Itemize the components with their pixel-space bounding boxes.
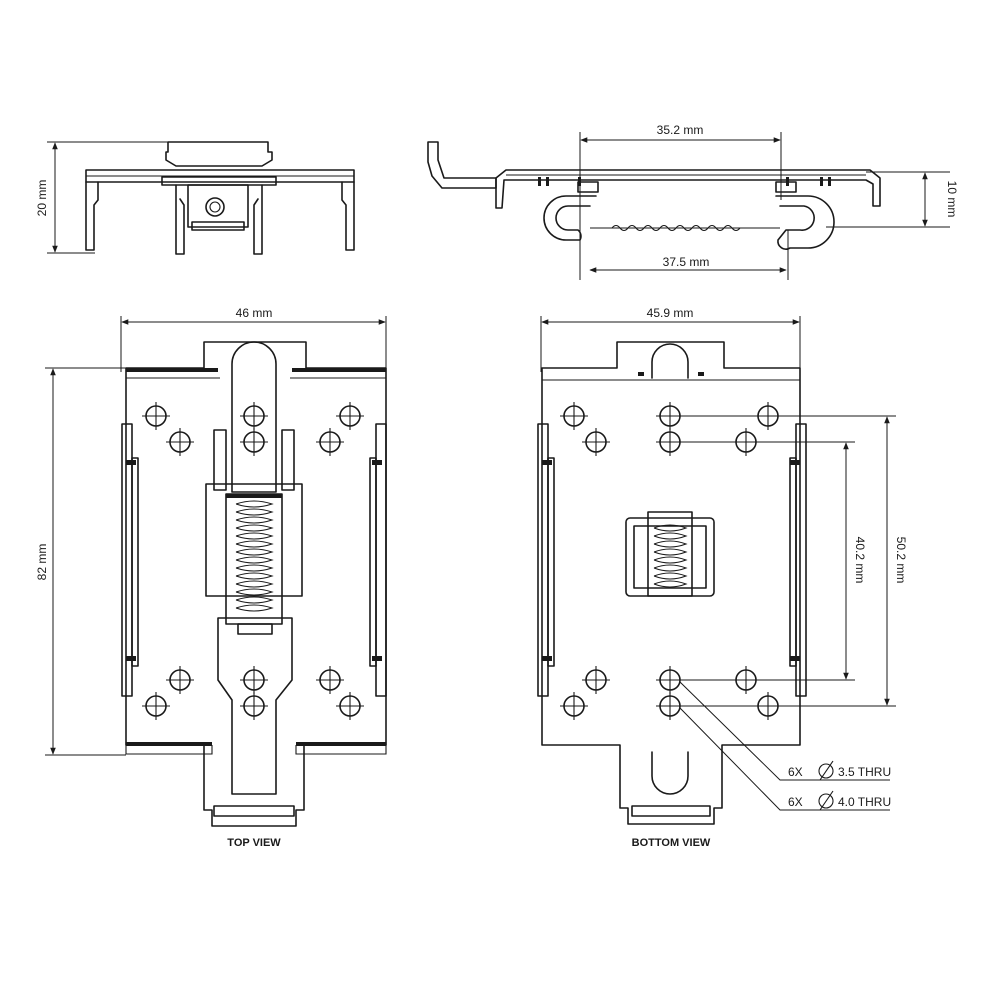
front-view: 20 mm: [35, 141, 355, 255]
bottom-top-slot: [651, 343, 689, 379]
front-inner-leg-left: [175, 184, 185, 255]
front-height-label: 20 mm: [35, 180, 49, 217]
top-view: 46 mm 82 mm: [35, 306, 387, 849]
bottom-outline: [541, 341, 801, 825]
front-rail-band: [161, 176, 277, 186]
diameter-symbol-icon: [818, 760, 834, 781]
top-height-label: 82 mm: [35, 544, 49, 581]
top-slider-upper: [231, 341, 277, 493]
side-bottom-width-label: 37.5 mm: [663, 255, 710, 269]
top-slider-lower: [217, 617, 293, 795]
side-view: 35.2 mm 37.5 mm 10 mm: [427, 123, 959, 280]
top-outline: [125, 341, 387, 827]
top-width-label: 46 mm: [236, 306, 273, 320]
hole-callout-small-count: 6X: [788, 765, 803, 779]
hole-callout-small-label: 3.5 THRU: [838, 765, 891, 779]
bottom-lower-slot: [651, 751, 689, 795]
bottom-inner-height-label: 40.2 mm: [853, 537, 867, 584]
top-view-caption: TOP VIEW: [227, 837, 281, 849]
bottom-width-label: 45.9 mm: [647, 306, 694, 320]
side-right-block: [775, 181, 797, 193]
top-spring-housing: [205, 483, 303, 597]
side-top-width-label: 35.2 mm: [657, 123, 704, 137]
side-plate: [495, 169, 881, 209]
hole-callout-leader-large: [679, 707, 890, 811]
bottom-holes: [560, 402, 782, 720]
front-center-block: [187, 184, 249, 228]
side-spring-icon: [611, 224, 741, 232]
bottom-spring-icon: [653, 524, 688, 588]
bottom-view-caption: BOTTOM VIEW: [632, 837, 711, 849]
front-top-tab: [165, 141, 273, 167]
diameter-symbol-icon: [818, 790, 834, 811]
bottom-view: 45.9 mm: [537, 306, 908, 849]
side-left-block: [577, 181, 599, 193]
front-leg-left: [85, 181, 99, 251]
front-leg-right: [341, 181, 355, 251]
hole-callout-large-count: 6X: [788, 795, 803, 809]
side-left-rail-clip: [543, 195, 597, 241]
side-right-rail-clip: [775, 195, 835, 250]
hole-callout-large-label: 4.0 THRU: [838, 795, 891, 809]
top-holes: [142, 402, 364, 720]
front-inner-leg-right: [253, 184, 263, 255]
top-spring-icon: [235, 500, 274, 612]
side-left-hook: [427, 141, 497, 189]
front-screw-icon: [205, 197, 225, 217]
side-height-label: 10 mm: [945, 181, 959, 218]
front-block-base: [191, 221, 245, 231]
hole-callout-leader-small: [679, 681, 890, 781]
bottom-outer-height-label: 50.2 mm: [894, 537, 908, 584]
